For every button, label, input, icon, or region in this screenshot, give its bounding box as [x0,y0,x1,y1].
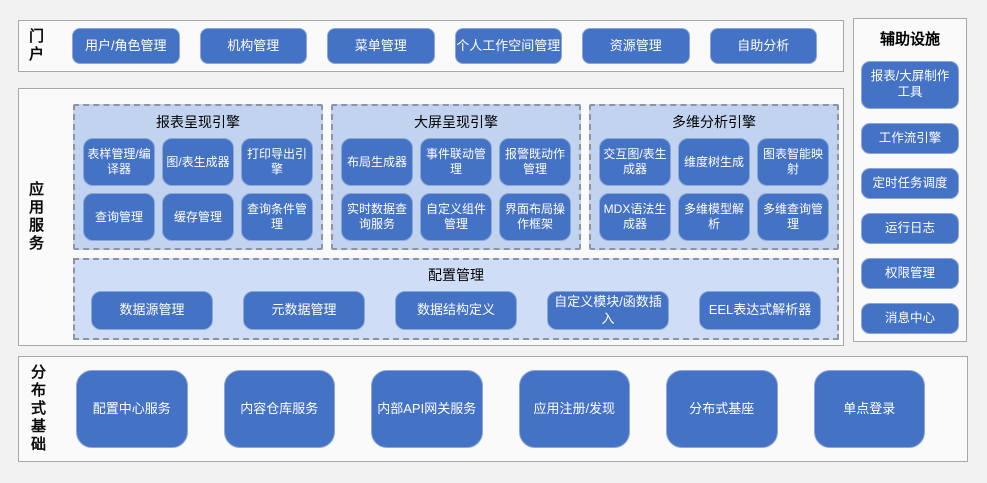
distributed-module-box: 分布式基座 [666,370,778,448]
config-module-box: 数据结构定义 [395,291,517,330]
auxiliary-button-column: 报表/大屏制作工具工作流引擎定时任务调度运行日志权限管理消息中心 [854,49,966,334]
distributed-base-label: 分布式基础 [31,364,47,453]
engine-module-box: MDX语法生成器 [599,193,671,241]
engine-module-box: 打印导出引擎 [241,138,313,186]
engine-module-grid: 表样管理/编译器图/表生成器打印导出引擎查询管理缓存管理查询条件管理 [83,138,313,241]
config-module-box: EEL表达式解析器 [699,291,821,330]
engine-module-box: 表样管理/编译器 [83,138,155,186]
distributed-module-box: 配置中心服务 [76,370,188,448]
portal-module-box: 用户/角色管理 [72,28,180,64]
auxiliary-module-box: 权限管理 [861,258,959,289]
portal-module-box: 机构管理 [199,28,307,64]
engine-module-box: 自定义组件管理 [420,193,492,241]
app-services-section-label: 应用服务 [29,181,45,252]
engine-module-grid: 交互图/表生成器维度树生成图表智能映射 MDX语法生成器多维模型解析多维查询管理 [599,138,829,241]
engine-group-title: 报表呈现引擎 [156,114,240,130]
auxiliary-module-box: 运行日志 [861,213,959,244]
auxiliary-panel: 辅助设施 报表/大屏制作工具工作流引擎定时任务调度运行日志权限管理消息中心 [853,18,967,342]
engine-module-box: 图/表生成器 [162,138,234,186]
engine-module-box: 实时数据查询服务 [341,193,413,241]
engine-module-box: 报警既动作管理 [499,138,571,186]
config-management-title: 配置管理 [428,267,484,283]
app-services-body: 报表呈现引擎 表样管理/编译器图/表生成器打印导出引擎查询管理缓存管理查询条件管… [73,104,839,340]
config-module-box: 自定义模块/函数插入 [547,291,669,330]
config-module-box: 数据源管理 [91,291,213,330]
portal-section: 门户 用户/角色管理机构管理菜单管理个人工作空间管理资源管理自助分析 [18,20,844,72]
distributed-button-row: 配置中心服务内容仓库服务内部API网关服务应用注册/发现分布式基座单点登录 [76,370,925,448]
engine-module-box: 维度树生成 [678,138,750,186]
portal-module-box: 资源管理 [582,28,690,64]
engine-module-box: 界面布局操作框架 [499,193,571,241]
engine-module-box: 事件联动管理 [420,138,492,186]
portal-section-label: 门户 [29,28,45,63]
engine-group-title: 大屏呈现引擎 [414,114,498,130]
distributed-module-box: 内容仓库服务 [223,370,335,448]
config-module-row: 数据源管理元数据管理数据结构定义自定义模块/函数插入 EEL表达式解析器 [91,291,821,330]
portal-module-box: 自助分析 [709,28,817,64]
auxiliary-module-box: 工作流引擎 [861,123,959,154]
engine-module-box: 多维查询管理 [757,193,829,241]
engine-group-bigscreen: 大屏呈现引擎 布局生成器事件联动管理报警既动作管理实时数据查询服务自定义组件管理… [331,104,581,250]
auxiliary-panel-title: 辅助设施 [879,31,940,48]
engine-module-box: 查询管理 [83,193,155,241]
engine-module-box: 布局生成器 [341,138,413,186]
auxiliary-module-box: 定时任务调度 [861,168,959,199]
config-module-box: 元数据管理 [243,291,365,330]
engine-group-report: 报表呈现引擎 表样管理/编译器图/表生成器打印导出引擎查询管理缓存管理查询条件管… [73,104,323,250]
engine-module-grid: 布局生成器事件联动管理报警既动作管理实时数据查询服务自定义组件管理界面布局操作框… [341,138,571,241]
engine-module-box: 缓存管理 [162,193,234,241]
portal-module-box: 个人工作空间管理 [454,28,562,64]
app-services-section: 应用服务 报表呈现引擎 表样管理/编译器图/表生成器打印导出引擎查询管理缓存管理… [18,88,844,346]
engine-group-olap: 多维分析引擎 交互图/表生成器维度树生成图表智能映射 MDX语法生成器多维模型解析… [589,104,839,250]
portal-button-row: 用户/角色管理机构管理菜单管理个人工作空间管理资源管理自助分析 [72,28,817,64]
auxiliary-module-box: 消息中心 [861,303,959,334]
distributed-module-box: 应用注册/发现 [518,370,630,448]
distributed-base-section: 分布式基础 配置中心服务内容仓库服务内部API网关服务应用注册/发现分布式基座单… [18,356,968,462]
engine-module-box: 交互图/表生成器 [599,138,671,186]
distributed-module-box: 内部API网关服务 [371,370,483,448]
config-management-box: 配置管理 数据源管理元数据管理数据结构定义自定义模块/函数插入 EEL表达式解析器 [73,258,839,340]
portal-module-box: 菜单管理 [327,28,435,64]
engine-module-box: 图表智能映射 [757,138,829,186]
distributed-module-box: 单点登录 [813,370,925,448]
engine-module-box: 多维模型解析 [678,193,750,241]
auxiliary-module-box: 报表/大屏制作工具 [861,61,959,109]
engine-group-title: 多维分析引擎 [672,114,756,130]
engine-groups-row: 报表呈现引擎 表样管理/编译器图/表生成器打印导出引擎查询管理缓存管理查询条件管… [73,104,839,250]
engine-module-box: 查询条件管理 [241,193,313,241]
